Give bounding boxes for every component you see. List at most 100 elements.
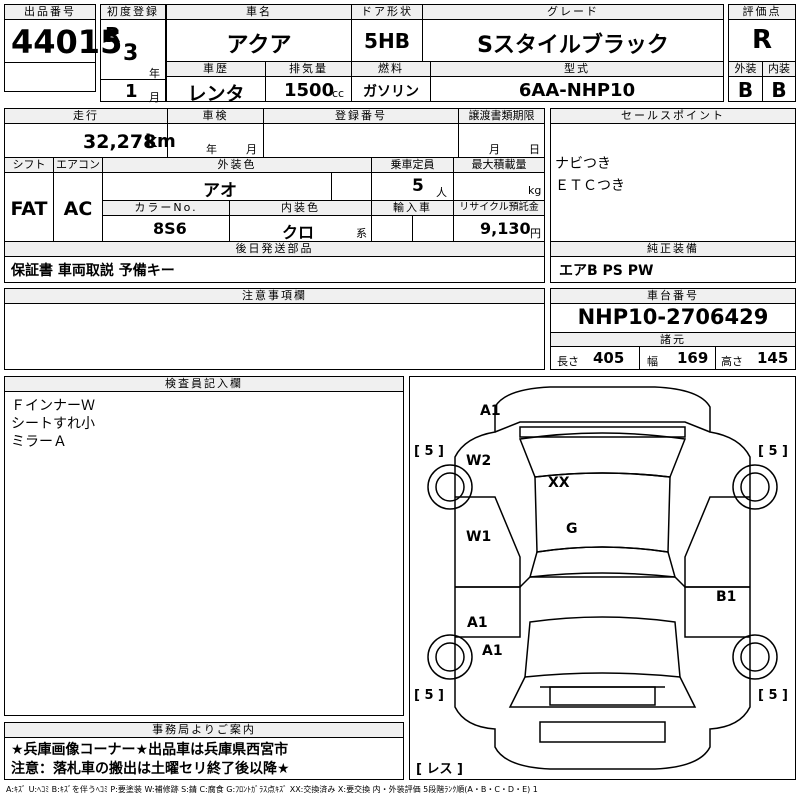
- transfer-box: 譲渡書類期限 月 日: [458, 108, 545, 158]
- color-label: 外装色: [103, 158, 371, 173]
- shift: FAT: [10, 198, 48, 220]
- height-label: 高さ: [721, 355, 743, 368]
- sales-label: セールスポイント: [551, 109, 795, 124]
- model-label: 型式: [431, 62, 723, 77]
- inspection-month: 月: [246, 143, 257, 156]
- transfer-month: 月: [489, 143, 500, 156]
- lot-box: 出品番号 44015: [4, 4, 122, 92]
- history: レンタ: [187, 83, 245, 105]
- capacity-box: 乗車定員 5 人: [371, 157, 454, 201]
- int-label: 内装: [763, 62, 795, 77]
- recycle-fee: 9,130: [480, 219, 531, 238]
- recycle-unit: 円: [530, 227, 541, 240]
- tire-tread-rr: [ 5 ]: [758, 688, 788, 703]
- import-box: 輸入車: [371, 200, 454, 242]
- mark-xx: XX: [548, 475, 570, 491]
- history-label: 車歴: [167, 62, 265, 77]
- width: 169: [677, 349, 709, 367]
- mileage-label: 走行: [5, 109, 167, 124]
- inspection-label: 車検: [168, 109, 263, 124]
- height: 145: [757, 349, 789, 367]
- month-value: 1: [125, 81, 138, 102]
- mark-g: G: [566, 521, 578, 537]
- car-name-box: 車名 アクア: [166, 4, 352, 62]
- mileage-unit: km: [145, 131, 176, 152]
- body-color: アオ: [203, 181, 237, 201]
- int-color-unit: 系: [356, 227, 367, 240]
- int-color-label: 内装色: [230, 201, 371, 216]
- ext-label: 外装: [729, 62, 762, 77]
- mark-b1: B1: [716, 589, 736, 605]
- score: R: [751, 25, 773, 55]
- int-color: クロ: [282, 223, 315, 242]
- color-no-label: カラーNo.: [103, 201, 229, 216]
- lot-label: 出品番号: [5, 5, 95, 20]
- disp-box: 排気量 1500 cc: [265, 61, 352, 102]
- door-box: ドア形状 5HB: [351, 4, 423, 62]
- inspector-note-2: シートすれ小: [11, 416, 95, 432]
- score-label: 評価点: [729, 5, 795, 20]
- car-damage-diagram: A1 W2 XX G W1 A1 A1 B1 [ 5 ] [ 5 ] [ 5 ]…: [414, 386, 788, 777]
- fuel-label: 燃料: [352, 62, 430, 77]
- first-reg-box: 初度登録 R 3 年 1 月: [100, 4, 166, 104]
- regno-box: 登録番号: [263, 108, 459, 158]
- length: 405: [593, 349, 625, 367]
- chassis-number: NHP10-2706429: [577, 305, 769, 329]
- mark-a1-rear: A1: [482, 643, 503, 659]
- length-label: 長さ: [557, 355, 579, 368]
- ext-grade-box: 外装 B: [728, 61, 763, 102]
- int-grade-box: 内装 B: [762, 61, 796, 102]
- mileage: 32,278: [83, 131, 157, 153]
- regno-label: 登録番号: [264, 109, 458, 124]
- tire-tread-fr: [ 5 ]: [758, 444, 788, 459]
- equipment: エアB PS PW: [559, 263, 654, 279]
- ac: AC: [63, 198, 93, 220]
- inspector-box: 検査員記入欄 ＦインナーＷ シートすれ小 ミラーＡ: [4, 376, 404, 716]
- disp-unit: cc: [332, 87, 345, 100]
- door-label: ドア形状: [352, 5, 422, 20]
- spare-tire: [ レス ]: [416, 762, 463, 777]
- inspector-note-1: ＦインナーＷ: [11, 398, 95, 414]
- grade: Sスタイルブラック: [477, 33, 669, 58]
- model-box: 型式 6AA-NHP10: [430, 61, 724, 102]
- inspection-box: 車検 年 月: [167, 108, 264, 158]
- mark-a1-side: A1: [467, 615, 488, 631]
- first-reg-label: 初度登録: [101, 5, 165, 20]
- mark-w2: W2: [466, 453, 491, 469]
- caution-box: 注意事項欄: [4, 288, 545, 370]
- grade-label: グレード: [423, 5, 723, 20]
- damage-diagram-box: A1 W2 XX G W1 A1 A1 B1 [ 5 ] [ 5 ] [ 5 ]…: [409, 376, 796, 780]
- car-name-label: 車名: [167, 5, 351, 20]
- mark-a1-front: A1: [480, 403, 501, 419]
- ac-box: エアコン AC: [53, 157, 103, 242]
- capacity-label: 乗車定員: [372, 158, 453, 173]
- inspector-label: 検査員記入欄: [5, 377, 403, 392]
- inspector-note-3: ミラーＡ: [11, 434, 67, 450]
- width-label: 幅: [647, 355, 658, 368]
- load-label: 最大積載量: [454, 158, 544, 173]
- fuel: ガソリン: [363, 84, 419, 100]
- transfer-day: 日: [529, 143, 540, 156]
- tire-tread-rl: [ 5 ]: [414, 688, 444, 703]
- load-box: 最大積載量 kg: [453, 157, 545, 201]
- color-no-box: カラーNo. 8S6: [102, 200, 230, 242]
- displacement: 1500: [284, 80, 335, 101]
- shift-label: シフト: [5, 158, 53, 173]
- mileage-box: 走行 32,278 km: [4, 108, 176, 158]
- transfer-label: 譲渡書類期限: [459, 109, 544, 124]
- office-line-1: ★兵庫画像コーナー★出品車は兵庫県西宮市: [11, 742, 289, 758]
- dims-label: 諸元: [551, 332, 795, 347]
- recycle-label: リサイクル預託金: [454, 201, 544, 216]
- ext-grade: B: [737, 78, 754, 102]
- later-parts-box: 後日発送部品 保証書 車両取説 予備キー: [4, 241, 545, 283]
- sales-point-1: ナビつき: [555, 156, 611, 172]
- office-line-2: 注意：落札車の搬出は土曜セリ終了後以降★: [11, 761, 290, 777]
- color-no: 8S6: [153, 219, 187, 238]
- year-unit: 年: [149, 67, 160, 80]
- office-box: 事務局よりご案内 ★兵庫画像コーナー★出品車は兵庫県西宮市 注意：落札車の搬出は…: [4, 722, 404, 780]
- car-name: アクア: [226, 33, 292, 58]
- model: 6AA-NHP10: [518, 80, 636, 101]
- equip-box: 純正装備 エアB PS PW: [550, 241, 796, 283]
- load-unit: kg: [528, 184, 542, 197]
- chassis-label: 車台番号: [551, 289, 795, 304]
